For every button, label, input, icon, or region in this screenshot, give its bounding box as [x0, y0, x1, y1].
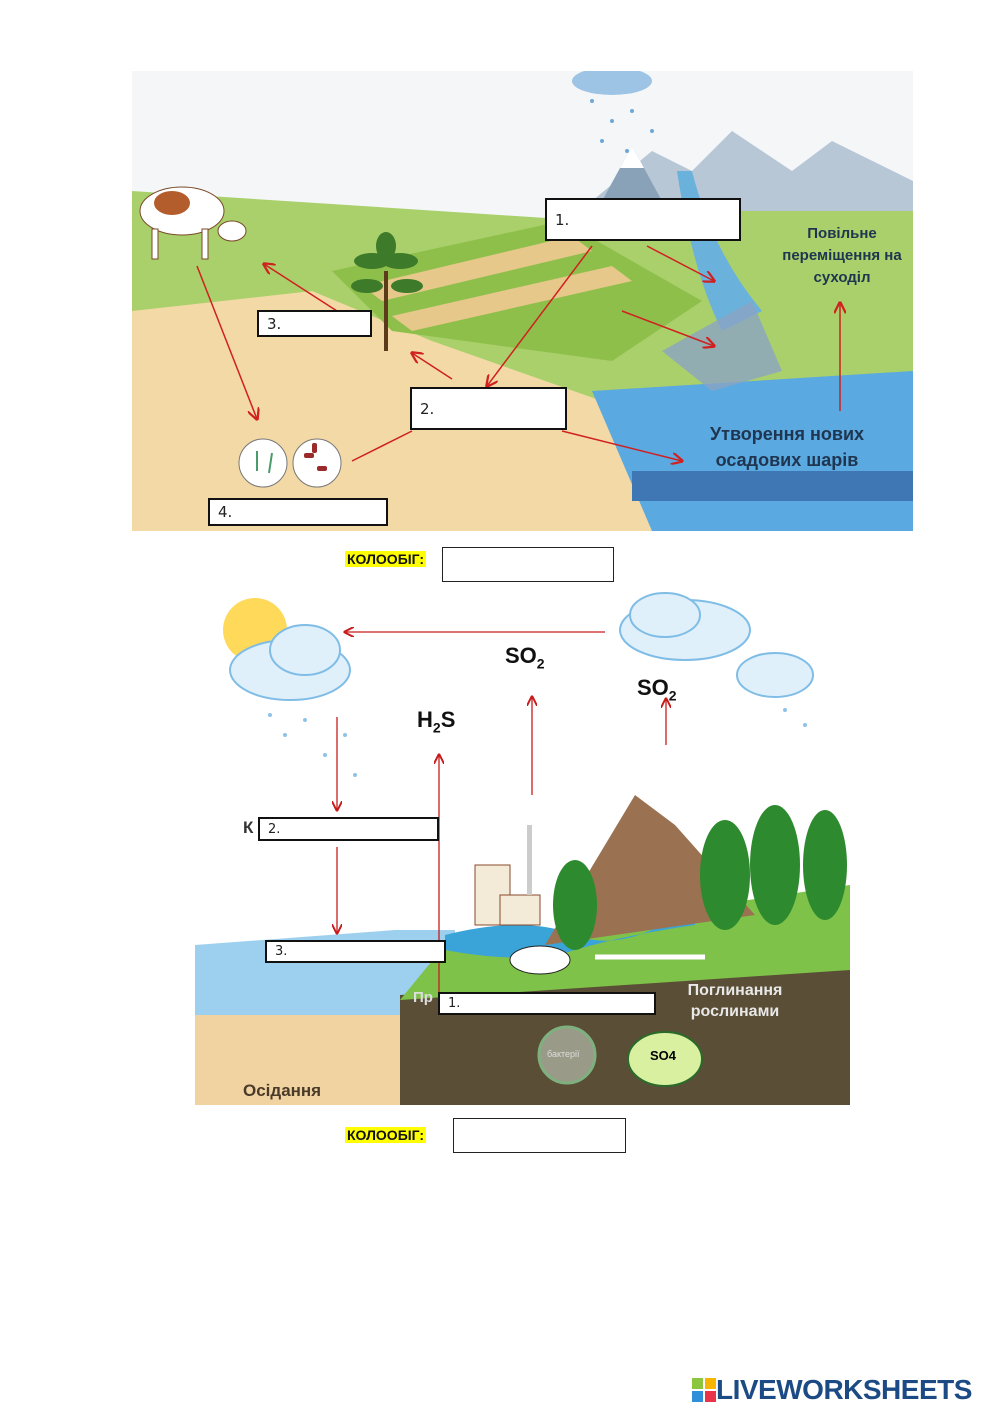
answer-box-2[interactable]: 2. [258, 817, 439, 841]
cow-icon [509, 945, 571, 975]
sulfur-cycle-diagram: SO2 SO2 H2S SO4 бактерії Поглинання росл… [195, 585, 850, 1105]
sulfur-cycle-illustration [195, 592, 850, 1105]
phosphorus-cycle-illustration [132, 67, 913, 531]
so2-label-right: SO2 [637, 675, 677, 704]
answer-box-1[interactable]: 1. [438, 992, 656, 1015]
plants-absorb-text: Поглинання рослинами [687, 982, 783, 1020]
plant-icon [351, 232, 423, 351]
answer-box-1[interactable]: 1. [545, 198, 741, 241]
phosphorus-cycle-diagram: Повільне переміщення на суходіл Утворенн… [132, 67, 913, 531]
partial-pr-text: Пр [413, 989, 433, 1006]
volcano-icon [545, 795, 755, 945]
answer-box-3[interactable]: 3. [257, 310, 372, 337]
fungi-icon [238, 438, 288, 488]
cycle-label: КОЛООБІГ: [345, 551, 427, 567]
new-layers-text: Утворення нових осадових шарів [709, 424, 865, 470]
cloud-icon [229, 592, 814, 701]
h2s-label: H2S [417, 707, 456, 736]
slow-move-text: Повільне переміщення на суходіл [782, 225, 902, 286]
live-logo-icon [692, 1378, 716, 1402]
cycle-label: КОЛООБІГ: [345, 1127, 427, 1143]
flow-arrows [337, 632, 666, 995]
logo-text: LIVEWORKSHEETS [716, 1374, 972, 1405]
sedimentation-text: Осідання [243, 1081, 322, 1100]
answer-box-4[interactable]: 4. [208, 498, 388, 526]
so4-circle [627, 1031, 703, 1087]
so4-label: SO4 [650, 1048, 677, 1063]
trees-icon [553, 805, 847, 950]
bacteria-icon [537, 1025, 597, 1085]
cow-icon [139, 186, 247, 260]
answer-box-3[interactable]: 3. [265, 940, 446, 963]
so2-label-left: SO2 [505, 643, 545, 672]
flow-arrows [196, 245, 840, 461]
bacteria-label: бактерії [547, 1049, 580, 1059]
cycle-answer-input[interactable] [453, 1118, 626, 1153]
answer-box-2[interactable]: 2. [410, 387, 567, 430]
partial-k-text: К [243, 818, 254, 837]
cycle-answer-input[interactable] [442, 547, 614, 582]
bacteria-icon [292, 438, 342, 488]
liveworksheets-logo: LIVEWORKSHEETS [692, 1374, 972, 1406]
